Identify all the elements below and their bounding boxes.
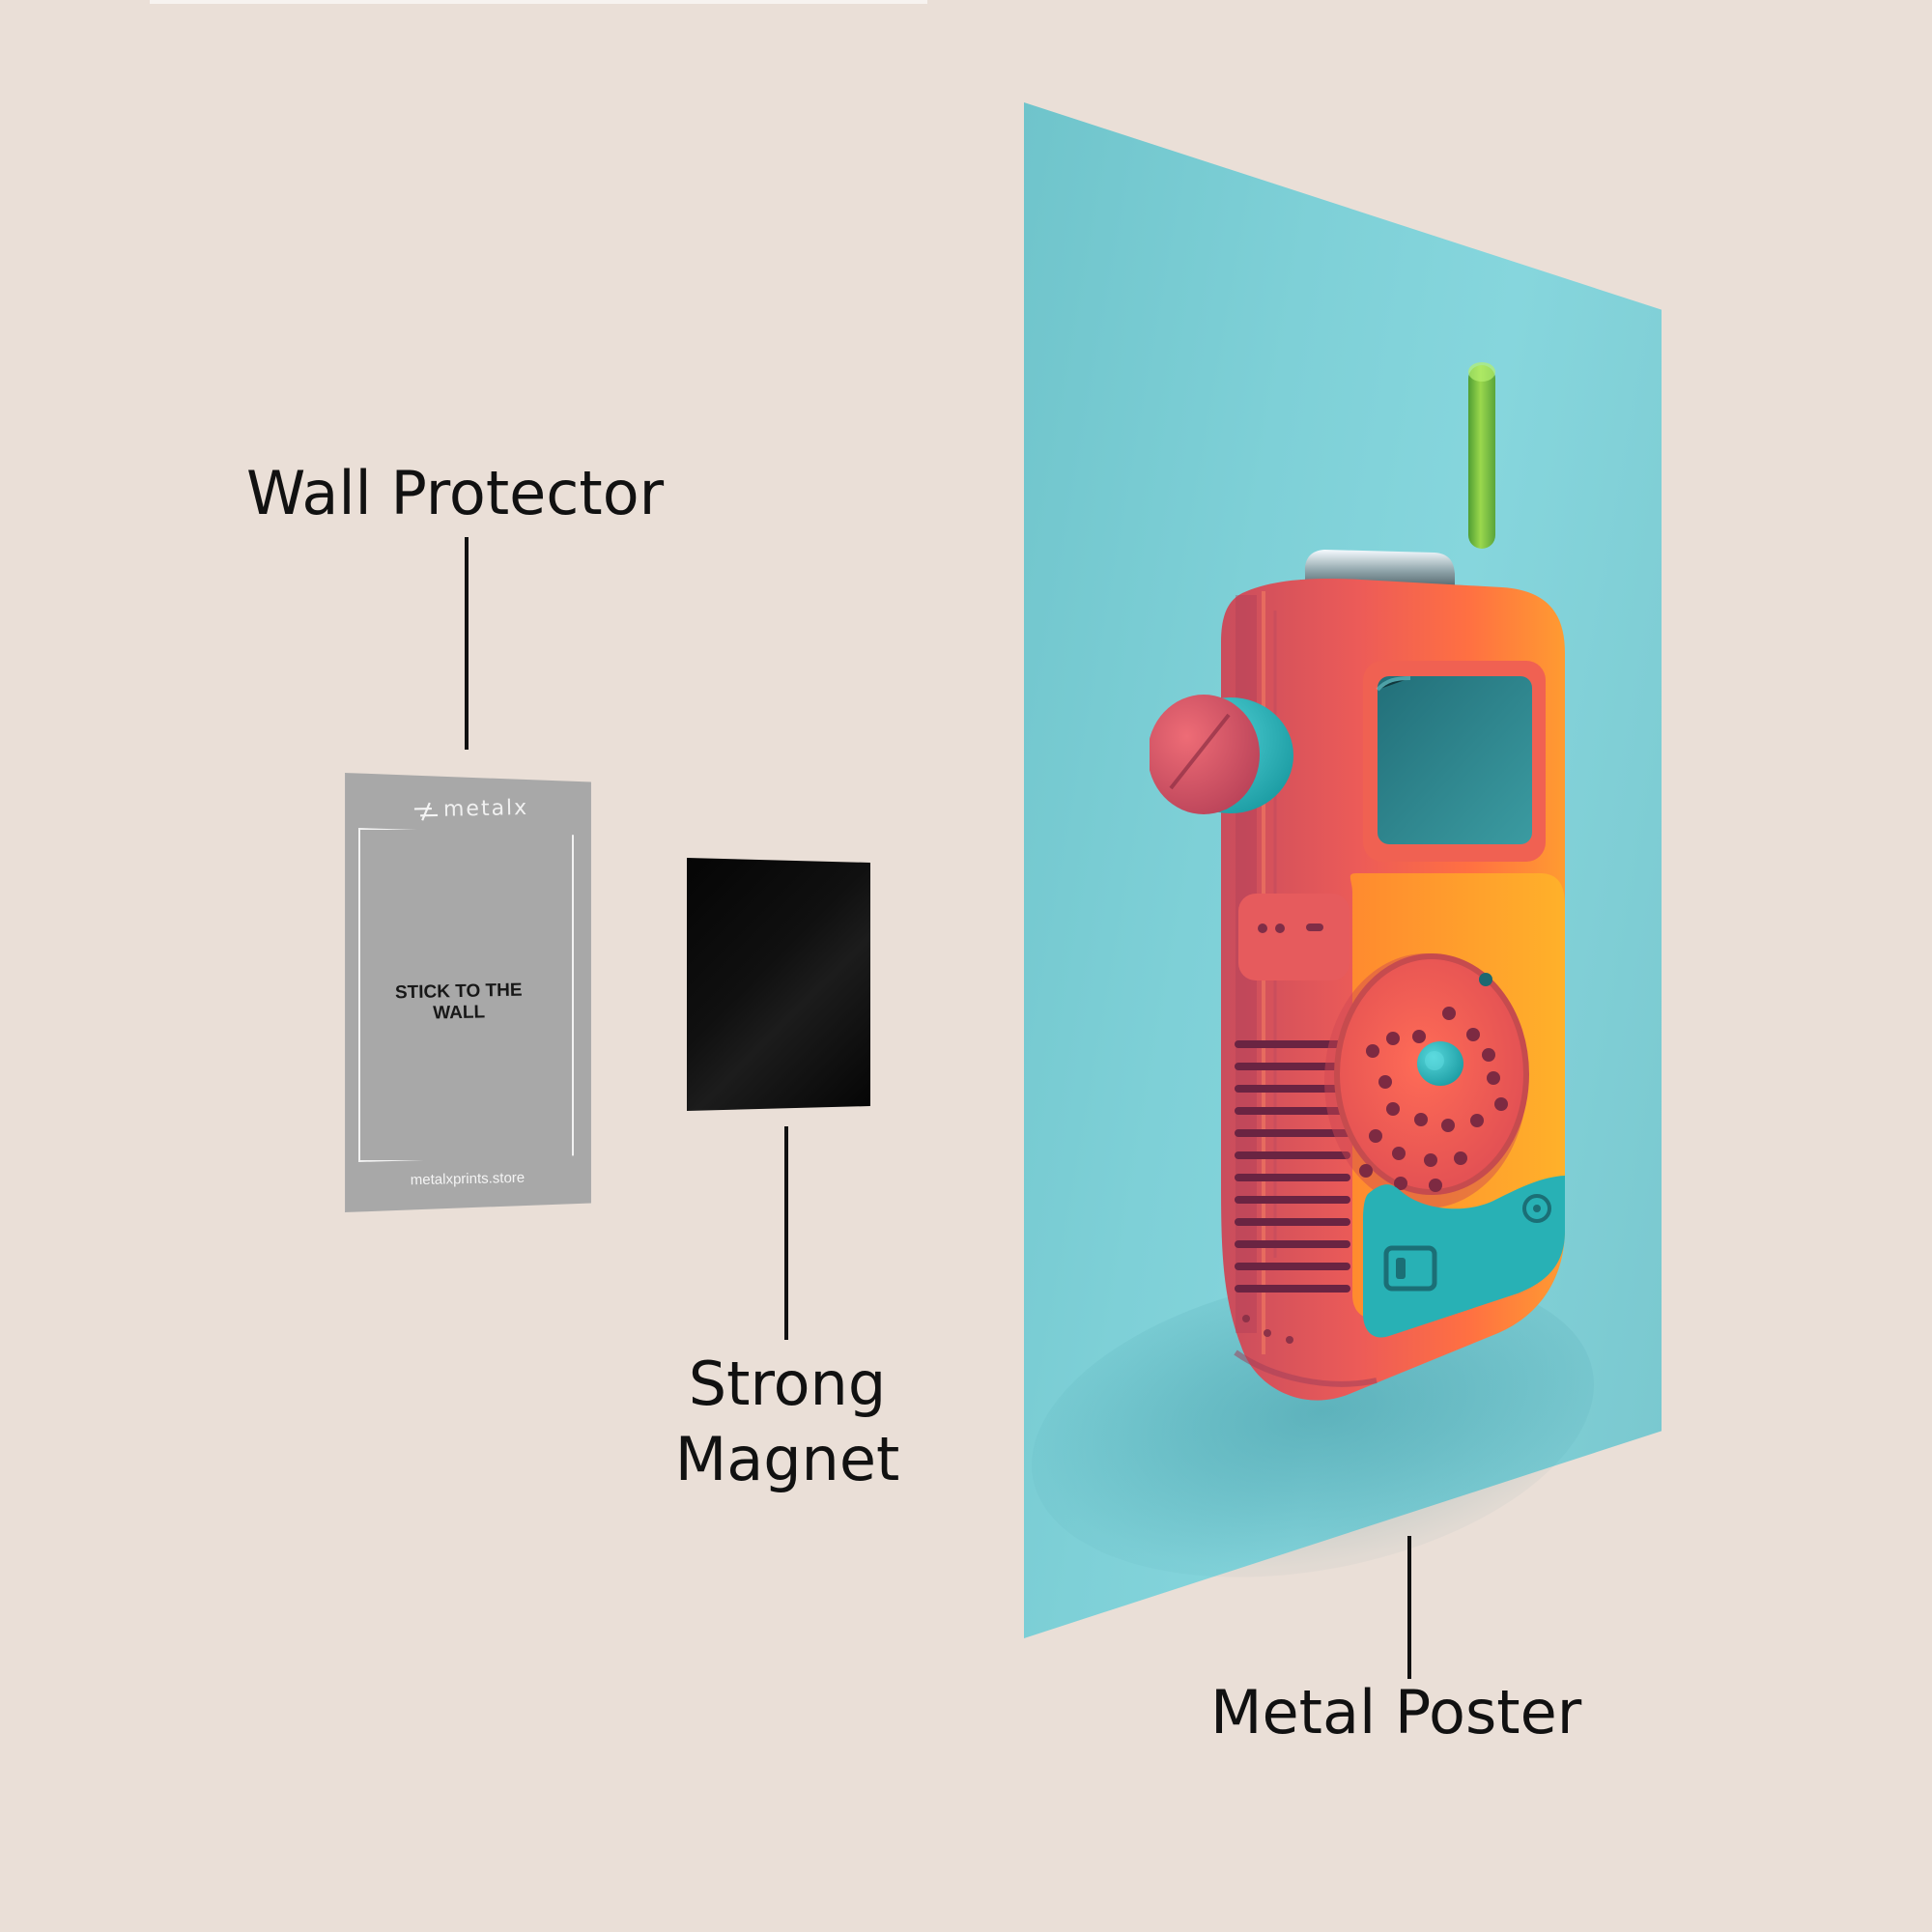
strong-magnet-leader-line [784, 1126, 788, 1340]
grille-slat [1235, 1285, 1350, 1293]
dial-hole [1394, 1177, 1407, 1190]
grille-slat [1235, 1063, 1350, 1070]
dial-accent-dot [1479, 973, 1492, 986]
dial-hole [1466, 1028, 1480, 1041]
dial-hole [1494, 1097, 1508, 1111]
top-light-strip [150, 0, 927, 4]
metal-poster-leader-line [1407, 1536, 1411, 1679]
metal-poster-label: Metal Poster [1210, 1677, 1582, 1747]
base-switch-toggle [1396, 1258, 1406, 1279]
grille-slat [1235, 1240, 1350, 1248]
base-switch [1383, 1245, 1437, 1292]
dial-hole [1378, 1075, 1392, 1089]
grille-slat [1235, 1263, 1350, 1270]
radio-speaker-grille [1235, 894, 1350, 1293]
vent-hole [1258, 923, 1267, 933]
radio-teal-base-panel [1363, 1176, 1565, 1338]
grille-slat [1235, 1129, 1350, 1137]
dial-hole [1412, 1030, 1426, 1043]
wall-protector-label: Wall Protector [246, 458, 665, 528]
grille-slat [1235, 1151, 1350, 1159]
dial-hole [1487, 1071, 1500, 1085]
dial-hole [1442, 1007, 1456, 1020]
grille-slat [1235, 1174, 1350, 1181]
dial-hole [1454, 1151, 1467, 1165]
dial-center-knob [1417, 1041, 1463, 1086]
protector-website-text: metalxprints.store [410, 1169, 526, 1189]
dial-hole [1482, 1048, 1495, 1062]
strong-magnet-label: Strong Magnet [674, 1349, 900, 1494]
strong-magnet-sheet [687, 858, 870, 1111]
grille-slat [1235, 1040, 1350, 1048]
dial-hole [1429, 1179, 1442, 1192]
base-knob-ring [1522, 1194, 1551, 1223]
metalx-logo-icon [412, 800, 440, 824]
protector-instruction-text: STICK TO THE WALL [394, 980, 523, 1024]
wall-protector-card: metalx STICK TO THE WALL metalxprints.st… [345, 773, 591, 1212]
dial-hole [1414, 1113, 1428, 1126]
poster-radio-illustration [1150, 359, 1594, 1405]
side-knob-groove [1169, 713, 1231, 790]
grille-slat [1235, 1196, 1350, 1204]
screen-highlight [1376, 676, 1411, 692]
radio-bottom-edge [1234, 1350, 1378, 1387]
dial-hole [1424, 1153, 1437, 1167]
protector-brand-text: metalx [442, 795, 529, 822]
dial-hole [1470, 1114, 1484, 1127]
dial-hole [1359, 1164, 1373, 1178]
dial-hole [1441, 1119, 1455, 1132]
radio-antenna [1468, 365, 1495, 549]
upper-vent-block [1238, 894, 1350, 980]
protector-brand: metalx [412, 796, 549, 826]
dial-hole [1392, 1147, 1406, 1160]
dial-hole [1386, 1102, 1400, 1116]
base-knob-center [1533, 1205, 1541, 1212]
dial-knob-highlight [1425, 1051, 1444, 1070]
bottom-dot [1242, 1315, 1250, 1322]
wall-protector-leader-line [465, 537, 469, 750]
antenna-highlight [1468, 362, 1495, 382]
vent-hole [1275, 923, 1285, 933]
bottom-dot [1286, 1336, 1293, 1344]
dial-hole [1366, 1044, 1379, 1058]
vent-slot [1306, 923, 1323, 931]
grille-slat [1235, 1218, 1350, 1226]
bottom-dot [1264, 1329, 1271, 1337]
dial-hole [1386, 1032, 1400, 1045]
grille-slat [1235, 1107, 1350, 1115]
side-knob-cap [1150, 695, 1260, 814]
radio-screen [1378, 676, 1532, 844]
grille-slat [1235, 1085, 1350, 1093]
speaker-dial [1324, 953, 1529, 1208]
radio-side-knob [1150, 695, 1293, 814]
dial-hole [1369, 1129, 1382, 1143]
